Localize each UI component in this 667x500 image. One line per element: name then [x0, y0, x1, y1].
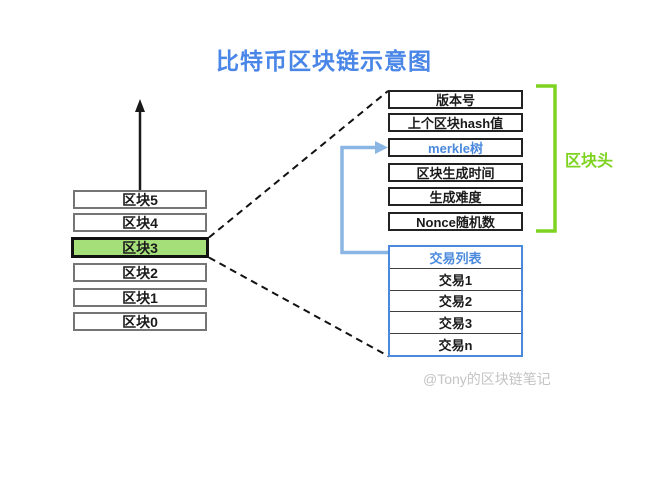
chain-block-5: 区块5 [73, 190, 207, 209]
transaction-table: 交易列表 交易1 交易2 交易3 交易n [388, 245, 523, 357]
transaction-label: 交易1 [438, 272, 473, 288]
transaction-label: 交易2 [438, 294, 473, 310]
dashed-expand-line-top [208, 90, 389, 239]
chain-block-label: 区块1 [122, 289, 158, 306]
chain-block-label: 区块0 [122, 313, 158, 330]
transaction-label: 交易n [438, 338, 473, 354]
diagram-title: 比特币区块链示意图 [216, 48, 432, 74]
transaction-label: 交易列表 [429, 250, 482, 266]
chain-block-label: 区块3 [122, 239, 158, 256]
header-row-label: merkle树 [428, 141, 483, 156]
chain-block-1: 区块1 [73, 288, 207, 307]
header-row-difficulty: 生成难度 [388, 187, 523, 206]
transaction-table-header: 交易列表 [390, 247, 521, 269]
header-row-version: 版本号 [388, 90, 523, 109]
watermark-credit: @Tony的区块链笔记 [423, 371, 551, 387]
header-row-label: 生成难度 [429, 190, 482, 205]
transaction-row-1: 交易1 [390, 269, 521, 291]
header-row-nonce: Nonce随机数 [388, 212, 523, 231]
header-row-merkle-tree: merkle树 [388, 138, 523, 157]
merkle-connector-arrow-icon [340, 141, 388, 255]
transaction-label: 交易3 [438, 316, 473, 332]
chain-block-label: 区块2 [122, 264, 158, 281]
chain-block-3-active: 区块3 [71, 237, 209, 258]
dashed-expand-line-bottom [208, 256, 390, 358]
transaction-row-3: 交易3 [390, 312, 521, 335]
chain-block-0: 区块0 [73, 312, 207, 331]
block-header-bracket-label: 区块头 [565, 153, 614, 170]
chain-growth-arrow-icon [135, 99, 145, 190]
chain-block-label: 区块4 [122, 214, 158, 231]
chain-block-4: 区块4 [73, 213, 207, 232]
header-row-prev-hash: 上个区块hash值 [388, 113, 523, 132]
header-row-label: 上个区块hash值 [407, 116, 504, 131]
header-row-timestamp: 区块生成时间 [388, 163, 523, 182]
header-row-label: 版本号 [435, 93, 475, 108]
header-row-label: 区块生成时间 [416, 166, 495, 181]
chain-block-label: 区块5 [122, 191, 158, 208]
block-header-bracket [536, 84, 557, 233]
transaction-row-n: 交易n [390, 334, 521, 355]
chain-block-2: 区块2 [73, 263, 207, 282]
transaction-row-2: 交易2 [390, 291, 521, 313]
header-row-label: Nonce随机数 [416, 215, 495, 230]
